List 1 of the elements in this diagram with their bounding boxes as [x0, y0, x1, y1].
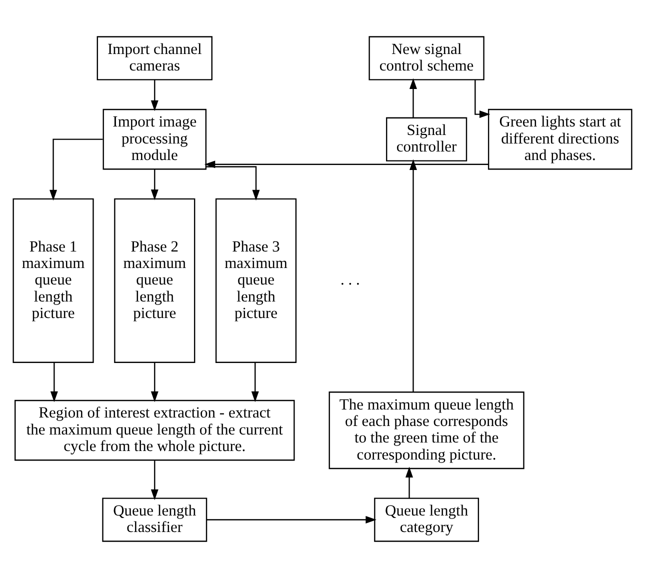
label: . . . [340, 271, 360, 288]
